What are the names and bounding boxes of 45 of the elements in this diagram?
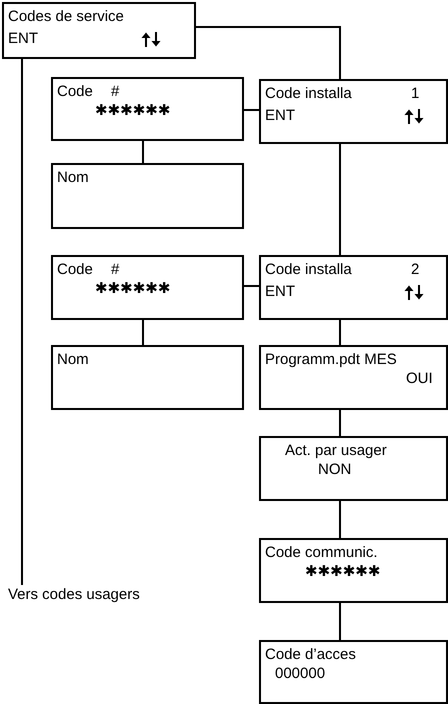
menu-value: 000000 (274, 664, 326, 683)
connector-line (196, 26, 341, 79)
masked-code: ✱✱✱✱✱✱ (304, 562, 382, 581)
menu-title: Code installa (265, 84, 352, 103)
connector-line (142, 320, 144, 345)
menu-box (2, 2, 196, 59)
masked-code: ✱✱✱✱✱✱ (94, 279, 172, 298)
masked-code: ✱✱✱✱✱✱ (94, 101, 172, 120)
menu-box (259, 436, 448, 501)
menu-box (259, 640, 448, 704)
menu-box (51, 77, 244, 141)
menu-box (259, 538, 448, 603)
connector-line (339, 501, 341, 538)
menu-box (51, 255, 244, 320)
connector-line (339, 144, 341, 255)
menu-title: Programm.pdt MES (265, 350, 398, 369)
menu-option-text: ENT (265, 106, 295, 125)
menu-box (259, 255, 448, 320)
menu-box (51, 345, 244, 410)
menu-title: Codes de service (8, 7, 125, 26)
connector-line (142, 141, 144, 163)
menu-title: Code d’acces (265, 645, 357, 664)
menu-option-text: ENT (265, 282, 295, 301)
menu-option-text: ENT (8, 29, 38, 48)
connector-line (339, 410, 341, 436)
menu-title: Nom (57, 350, 90, 369)
note-text: Vers codes usagers (8, 585, 141, 604)
menu-title: Code installa (265, 260, 352, 279)
connector-line (244, 109, 259, 111)
connector-line (21, 59, 23, 585)
menu-title: Nom (57, 168, 90, 187)
connector-line (244, 285, 259, 287)
menu-box (51, 163, 244, 229)
menu-box (259, 345, 448, 410)
menu-title: Code communic. (265, 543, 379, 562)
connector-line (339, 320, 341, 345)
menu-title: Code # (57, 82, 120, 101)
menu-number: 2 (411, 260, 420, 279)
menu-number: 1 (411, 84, 420, 103)
menu-value: OUI (405, 369, 434, 388)
connector-line (339, 603, 341, 640)
menu-box (259, 79, 448, 144)
menu-title: Act. par usager (284, 441, 388, 460)
menu-title: Code # (57, 260, 120, 279)
menu-value: NON (317, 460, 352, 479)
